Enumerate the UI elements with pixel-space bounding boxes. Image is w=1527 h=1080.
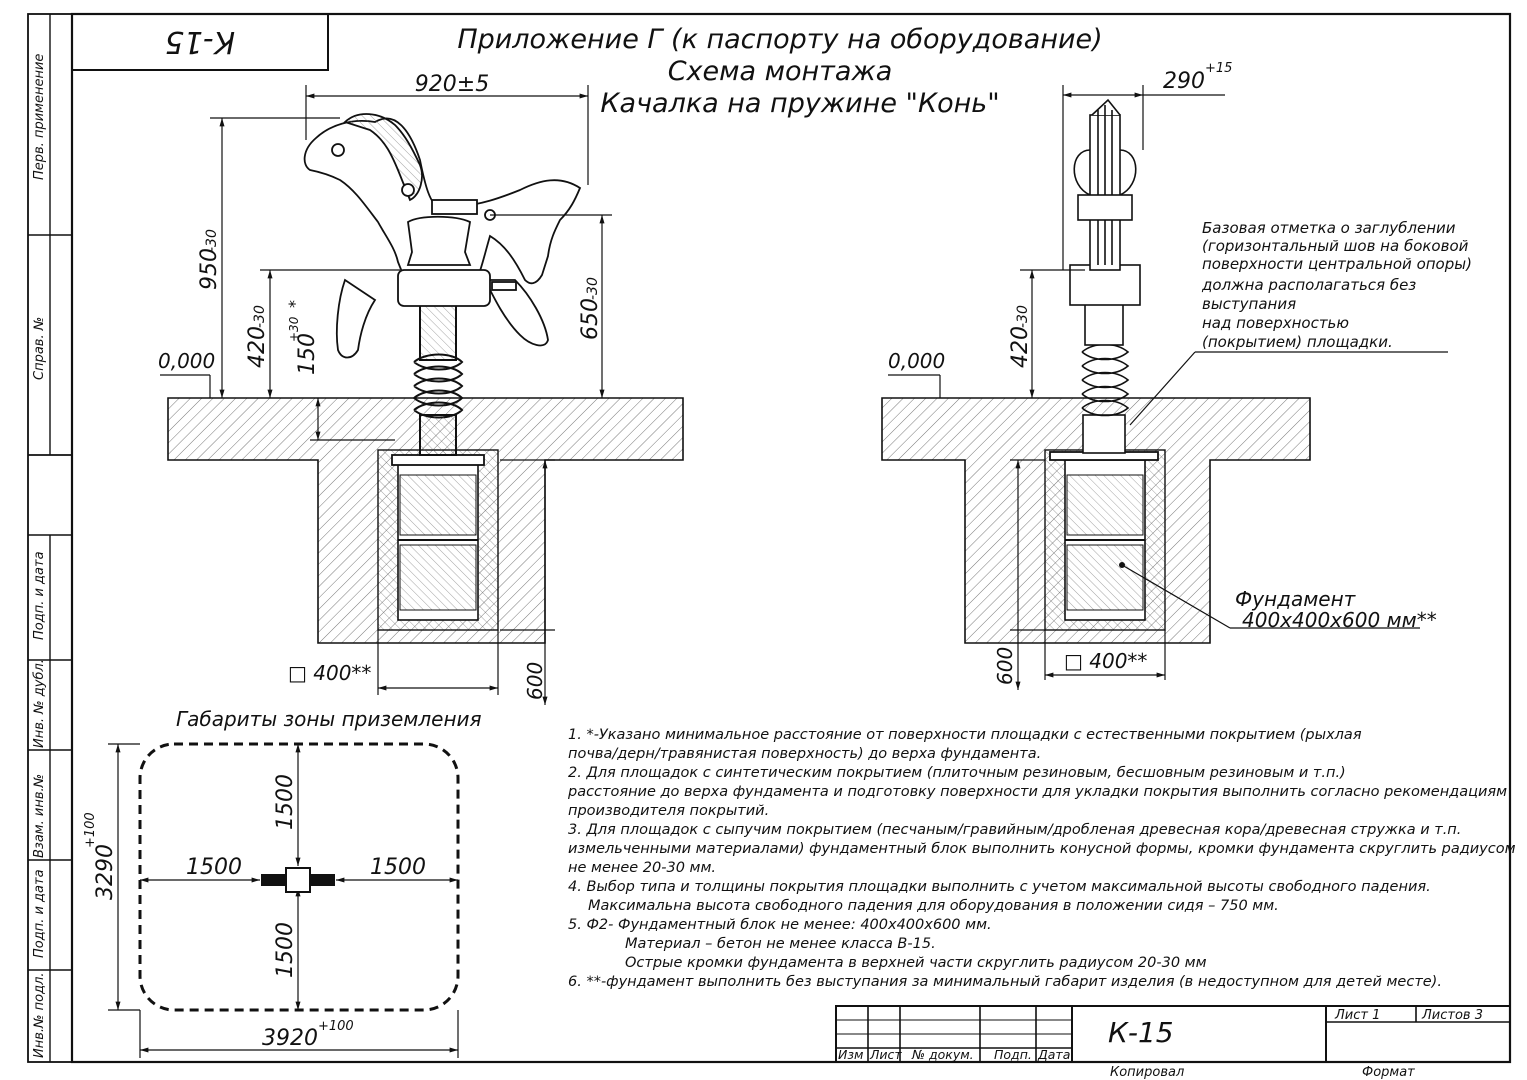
note-line: Острые кромки фундамента в верхней части… <box>625 955 1207 971</box>
note-line: 1. *-Указано минимальное расстояние от п… <box>568 727 1362 743</box>
note-line: 4. Выбор типа и толщины покрытия площадк… <box>568 879 1431 895</box>
title-block-list: Лист <box>869 1047 902 1062</box>
podp-data-label-2: Подп. и дата <box>32 869 47 958</box>
note-line: 2. Для площадок с синтетическим покрытие… <box>568 765 1346 781</box>
side-note: Базовая отметка о заглублении (горизонта… <box>1201 219 1472 351</box>
side-420-tol: -30 <box>1015 305 1031 328</box>
title-block-data: Дата <box>1037 1047 1070 1062</box>
notes: 1. *-Указано минимальное расстояние от п… <box>567 727 1516 990</box>
side-zero-label: 0,000 <box>888 349 945 373</box>
title-line-1: Приложение Г (к паспорту на оборудование… <box>457 24 1102 55</box>
fall-height-dim: 3290 <box>93 844 118 900</box>
code-box-text: К-15 <box>165 24 235 59</box>
note-line: не менее 20-30 мм. <box>568 860 716 876</box>
horse-outline <box>303 113 582 359</box>
side-width-tol: +15 <box>1205 61 1232 76</box>
fall-zone: Габариты зоны приземления 1500 1500 1500… <box>83 707 482 1058</box>
fall-right-dim: 1500 <box>370 855 426 880</box>
title-block-copied: Копировал <box>1110 1065 1184 1080</box>
title-line-2: Схема монтажа <box>668 56 893 87</box>
side-view: 0,000 290 +15 420 -30 Базовая отметка о … <box>881 61 1472 690</box>
title-block-podp: Подп. <box>994 1047 1032 1062</box>
front-650-dim: 650 <box>578 298 603 340</box>
title-block: К-15 Изм Лист № докум. Подп. Дата Лист 1… <box>835 1005 1511 1080</box>
inv-podl-label: Инв.№ подл. <box>32 972 47 1058</box>
side-strip: Перв. применение Справ. № Подп. и дата И… <box>32 54 47 1058</box>
note-line: почва/дерн/травянистая поверхность) до в… <box>568 746 1041 762</box>
side-note-line-3: должна располагаться без <box>1201 276 1416 294</box>
note-line: 3. Для площадок с сыпучим покрытием (пес… <box>568 822 1461 838</box>
front-view: 0,000 920±5 950 -30 420 -30 150 +30 * <box>158 72 684 705</box>
fall-zone-equipment <box>261 867 335 893</box>
side-note-line-1: (горизонтальный шов на боковой <box>1202 237 1469 255</box>
note-line: производителя покрытий. <box>568 803 769 819</box>
side-note-line-2: поверхности центральной опоры) <box>1202 255 1472 273</box>
foundation-label-2: 400х400х600 мм** <box>1242 608 1437 632</box>
fall-left-dim: 1500 <box>186 855 242 880</box>
code-box: К-15 <box>71 13 329 71</box>
side-note-line-0: Базовая отметка о заглублении <box>1202 219 1456 237</box>
sheet-frame <box>27 12 1512 1064</box>
note-line: 6. **-фундамент выполнить без выступания… <box>568 974 1442 990</box>
podp-data-label-1: Подп. и дата <box>32 551 47 640</box>
front-600-dim: 600 <box>523 662 547 700</box>
title-line-3: Качалка на пружине "Конь" <box>600 88 999 119</box>
title-block-sheet: Лист 1 <box>1334 1008 1380 1023</box>
title-block-format: Формат <box>1362 1065 1415 1080</box>
sprav-no-label: Справ. № <box>32 317 47 380</box>
vzam-inv-label: Взам. инв.№ <box>32 774 47 858</box>
front-950-tol: -30 <box>204 229 220 252</box>
front-zero-level <box>160 374 211 398</box>
side-width-dim: 290 <box>1163 69 1205 94</box>
side-base-size: □ 400** <box>1064 649 1147 673</box>
title-block-code: К-15 <box>1108 1016 1174 1049</box>
front-150-tol: +30 <box>287 316 301 342</box>
fall-bottom-dim: 1500 <box>273 922 298 978</box>
front-150-dim: 150 <box>295 333 320 375</box>
side-note-line-5: над поверхностью <box>1202 314 1349 332</box>
front-420-tol: -30 <box>252 305 268 328</box>
front-420-dim: 420 <box>245 326 270 368</box>
title-block-ndokum: № докум. <box>911 1047 974 1062</box>
side-420-dim: 420 <box>1008 326 1033 368</box>
title-block-sheets: Листов 3 <box>1421 1008 1483 1023</box>
note-line: расстояние до верха фундамента и подгото… <box>567 784 1507 800</box>
front-zero-label: 0,000 <box>158 349 215 373</box>
fall-width-dim: 3920 <box>262 1026 318 1051</box>
side-horse-profile <box>1069 98 1141 454</box>
note-line: Максимальна высота свободного падения дл… <box>588 898 1279 914</box>
front-950-dim: 950 <box>197 248 222 290</box>
note-line: измельченными материалами) фундаментный … <box>568 841 1516 857</box>
perv-primenenie-label: Перв. применение <box>32 54 47 180</box>
fall-height-tol: +100 <box>83 812 98 848</box>
side-note-line-4: выступания <box>1202 295 1296 313</box>
fall-width-tol: +100 <box>318 1019 354 1034</box>
front-base-size: □ 400** <box>288 661 371 685</box>
header: Приложение Г (к паспорту на оборудование… <box>457 24 1102 119</box>
title-block-izm: Изм <box>838 1047 863 1062</box>
side-note-line-6: (покрытием) площадки. <box>1202 333 1393 351</box>
foundation-label-1: Фундамент <box>1235 587 1357 611</box>
front-150-star: * <box>285 300 304 308</box>
front-650-tol: -30 <box>585 277 601 300</box>
front-spring <box>413 304 464 456</box>
front-width-dim: 920±5 <box>415 72 489 97</box>
note-line: 5. Ф2- Фундаментный блок не менее: 400х4… <box>568 917 992 933</box>
fall-top-dim: 1500 <box>273 774 298 830</box>
fall-zone-title: Габариты зоны приземления <box>176 707 482 731</box>
side-600-dim: 600 <box>993 647 1017 685</box>
inv-dubl-label: Инв. № дубл. <box>32 659 47 748</box>
note-line: Материал – бетон не менее класса В-15. <box>625 936 936 952</box>
